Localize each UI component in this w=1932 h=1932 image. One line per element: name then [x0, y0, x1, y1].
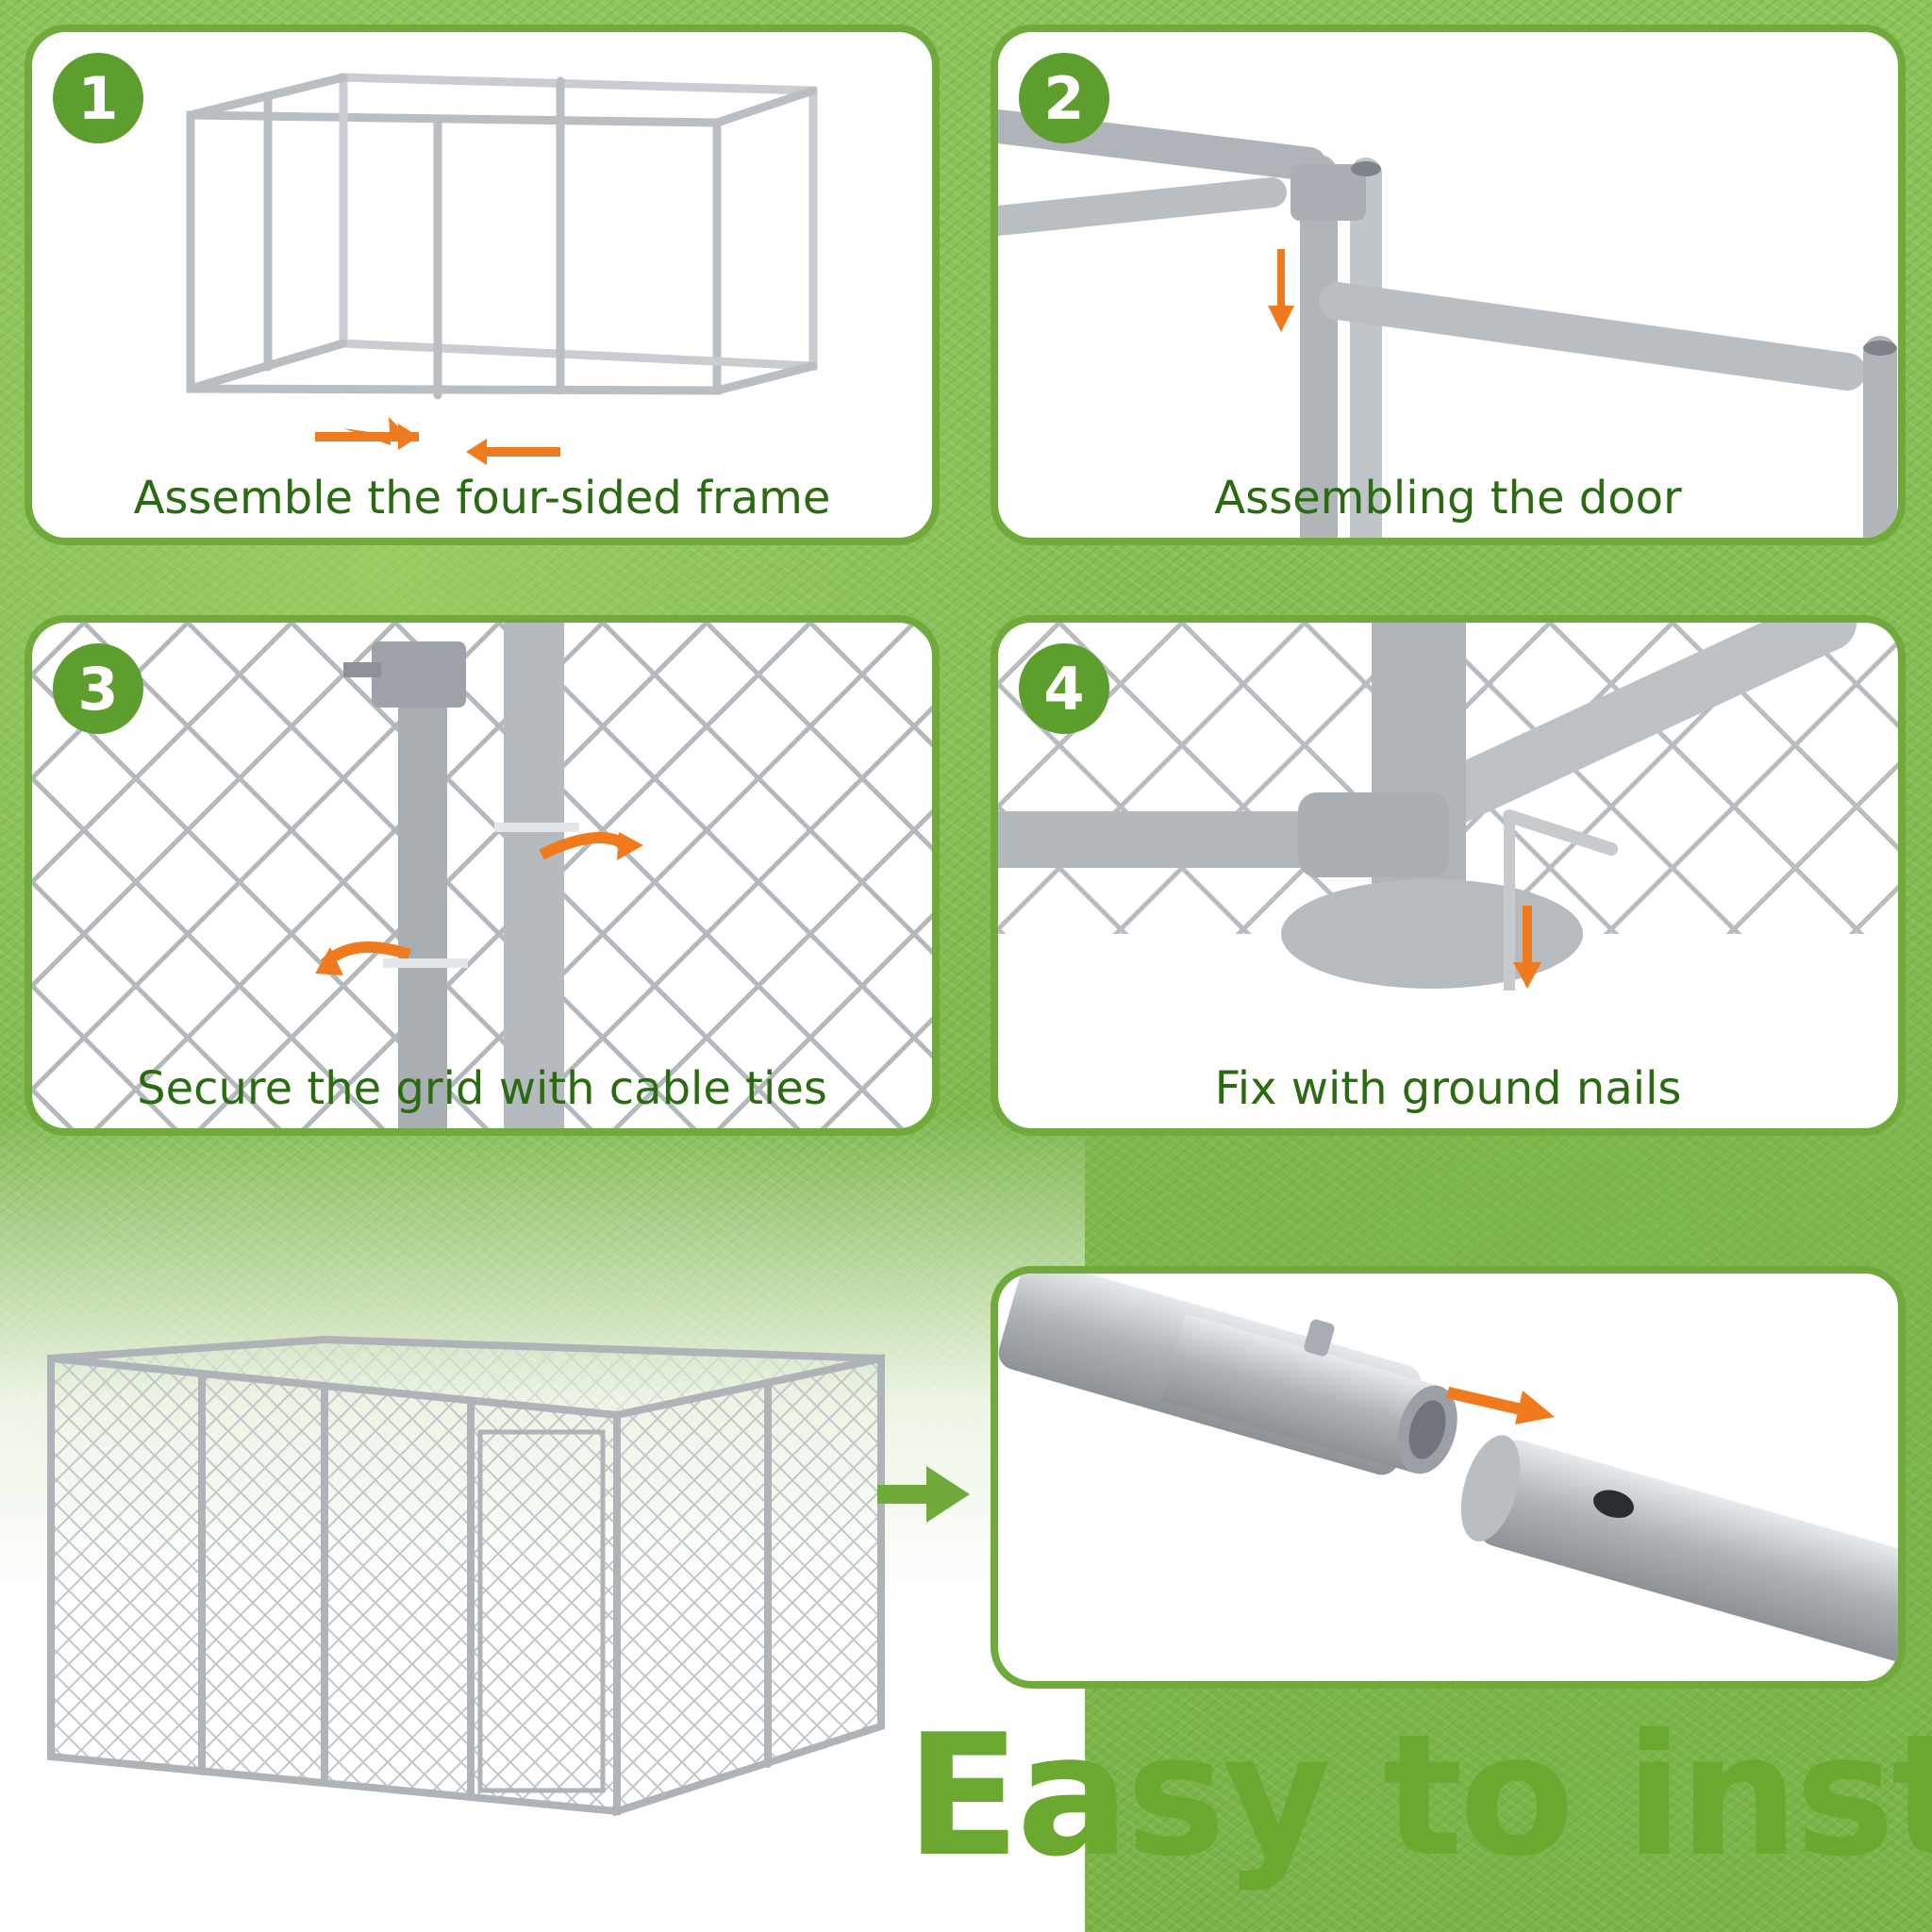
step-1-caption: Assemble the four-sided frame — [133, 472, 831, 525]
step-3-badge: 3 — [53, 643, 143, 734]
step-2-panel: 2 Assembling the door — [991, 25, 1906, 545]
ground-nail-illustration — [998, 623, 1898, 991]
step-3-panel: 3 Secure the grid with cable ties — [25, 615, 940, 1136]
pipe-connection-panel — [991, 1266, 1906, 1689]
step-2-caption: Assembling the door — [1214, 472, 1682, 525]
step-1-panel: 1 Assemble the four-sided frame — [25, 25, 940, 545]
frame-illustration — [186, 73, 818, 465]
cable-tie-illustration — [32, 623, 932, 1128]
step-4-badge: 4 — [1019, 643, 1109, 734]
assembled-kennel-illustration — [47, 1336, 885, 1817]
step-4-caption: Fix with ground nails — [1214, 1062, 1682, 1115]
headline: Easy to install — [906, 1698, 1932, 1893]
door-hinge-illustration — [998, 109, 1897, 538]
step-3-caption: Secure the grid with cable ties — [137, 1062, 827, 1115]
step-1-badge: 1 — [53, 53, 143, 143]
step-2-badge: 2 — [1019, 53, 1109, 143]
pipe-joint-illustration — [998, 1274, 1898, 1662]
green-arrow-icon — [877, 1466, 970, 1523]
step-4-panel: 4 Fix with ground nails — [991, 615, 1906, 1136]
